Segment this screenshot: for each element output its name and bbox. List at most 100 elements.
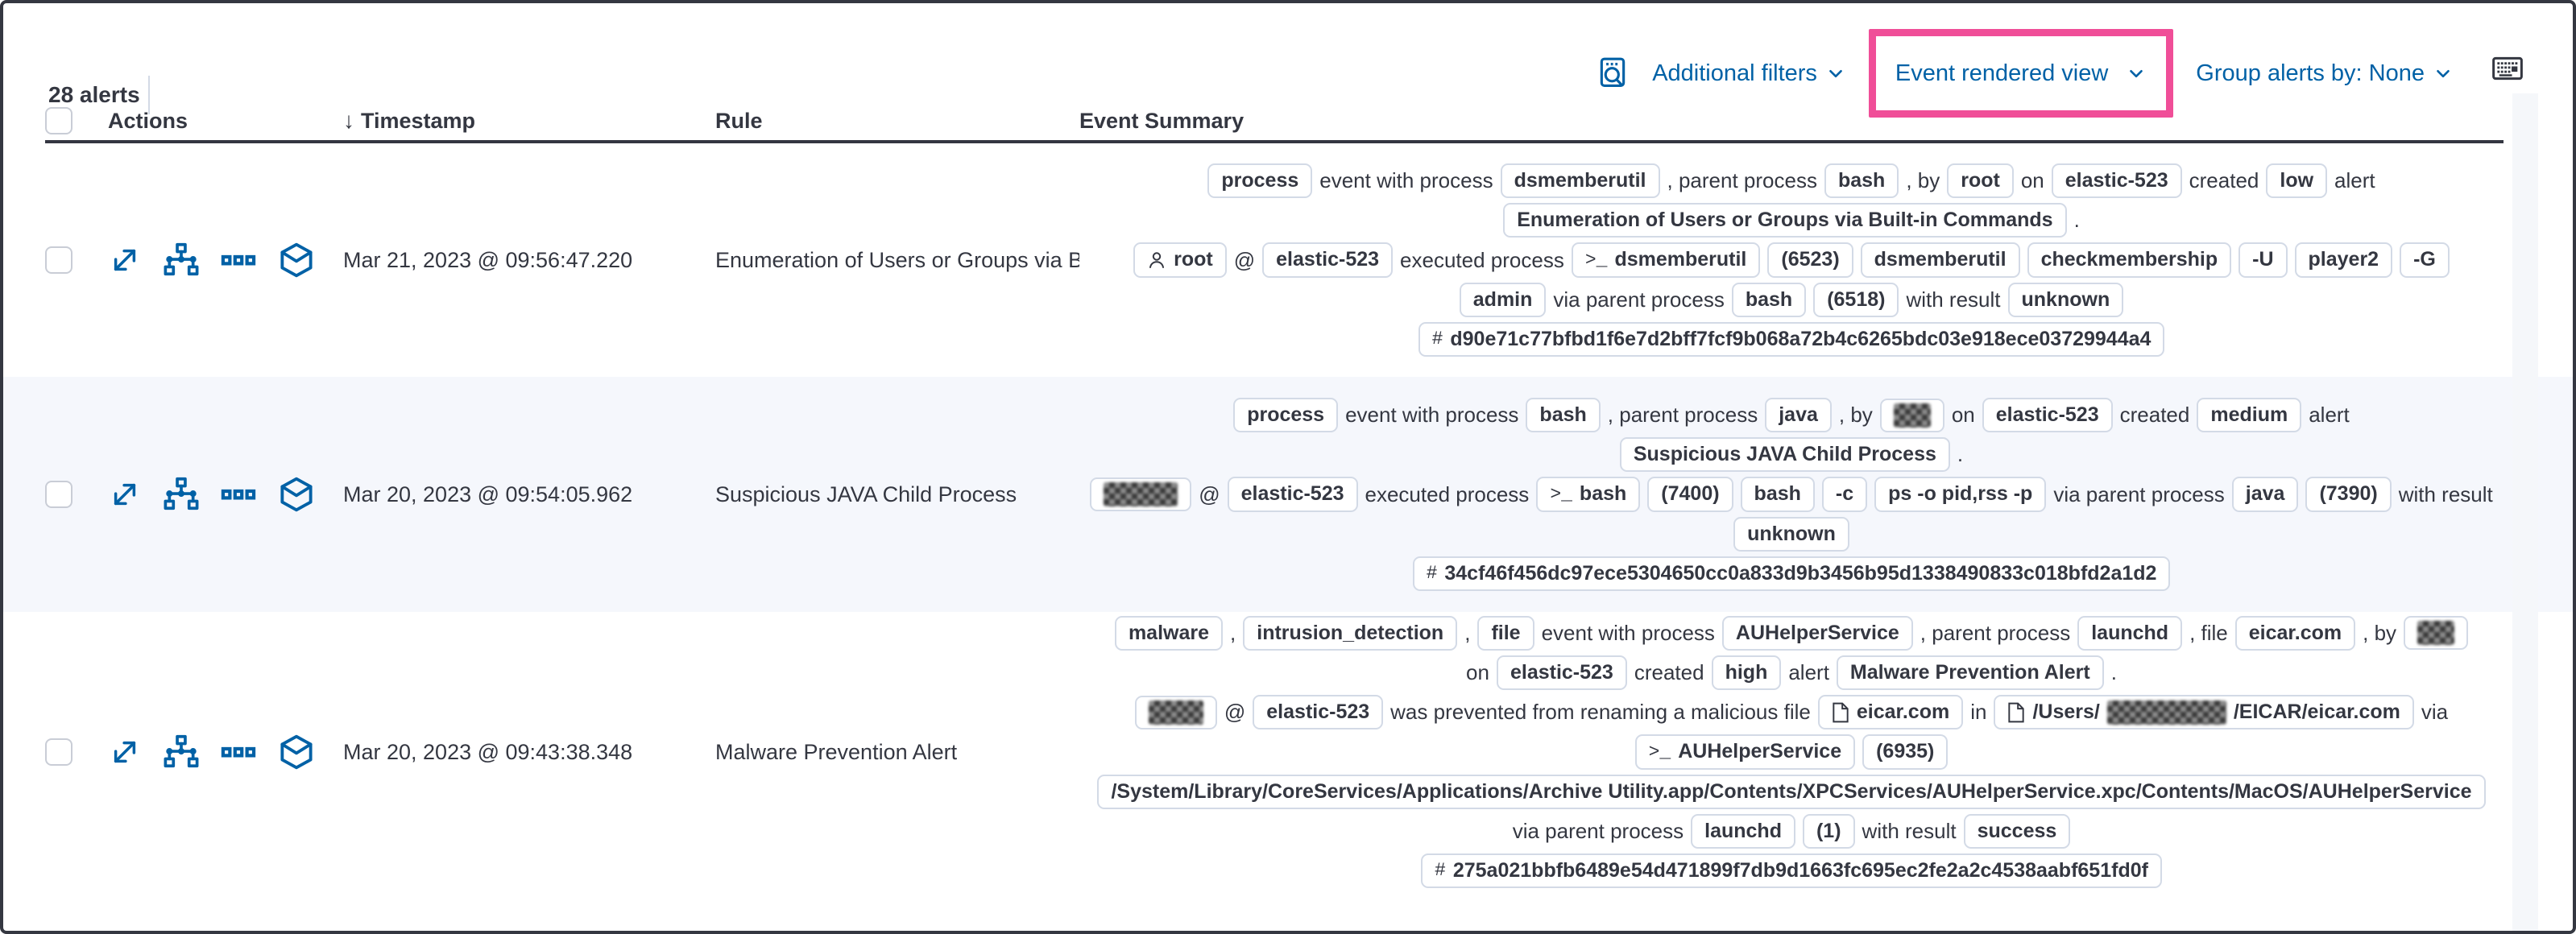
add-to-timeline-button[interactable] xyxy=(278,476,315,513)
event-field-badge[interactable] xyxy=(1090,477,1192,511)
event-field-badge[interactable]: dsmemberutil xyxy=(1500,163,1660,199)
badge-text: Malware Prevention Alert xyxy=(1849,660,2090,684)
event-field-badge[interactable]: (6935) xyxy=(1862,734,1949,770)
fullscreen-keyboard-button[interactable] xyxy=(2492,56,2523,81)
badge-text: (1) xyxy=(1816,819,1841,842)
event-field-badge[interactable]: root xyxy=(1133,242,1227,278)
row-checkbox[interactable] xyxy=(45,246,72,274)
event-field-badge[interactable] xyxy=(1134,695,1217,729)
column-header-rule: Rule xyxy=(715,108,763,133)
event-field-badge[interactable]: player2 xyxy=(2294,242,2393,278)
badge-text: java xyxy=(2245,482,2285,506)
inspect-button[interactable] xyxy=(1596,56,1630,90)
event-field-badge[interactable]: bash xyxy=(1731,282,1807,317)
event-field-badge[interactable]: (6523) xyxy=(1767,242,1853,278)
event-field-badge[interactable]: #275a021bbfb6489e54d471899f7db9d1663fc69… xyxy=(1421,853,2162,889)
hash-icon: # xyxy=(1426,563,1438,585)
summary-text: was prevented from renaming a malicious … xyxy=(1390,700,1811,725)
event-field-badge[interactable]: admin xyxy=(1459,282,1547,317)
add-to-timeline-button[interactable] xyxy=(278,734,315,771)
event-field-badge[interactable]: process xyxy=(1207,163,1313,199)
event-field-badge[interactable]: #d90e71c77bfbd1f6e7d2bff7fcf9b068a72b4c6… xyxy=(1418,321,2165,357)
event-field-badge[interactable]: elastic-523 xyxy=(1253,695,1384,730)
additional-filters-button[interactable]: Additional filters xyxy=(1652,60,1846,87)
event-field-badge[interactable]: launchd xyxy=(1691,813,1795,849)
event-field-badge[interactable]: Enumeration of Users or Groups via Built… xyxy=(1503,203,2067,238)
view-selector-button[interactable]: Event rendered view xyxy=(1895,60,2147,87)
event-field-badge[interactable]: -G xyxy=(2400,242,2450,278)
event-field-badge[interactable]: (7400) xyxy=(1647,477,1733,512)
row-checkbox[interactable] xyxy=(45,738,72,766)
row-actions-cell xyxy=(108,242,343,279)
event-field-badge[interactable]: (6518) xyxy=(1813,282,1899,317)
event-field-badge[interactable]: (1) xyxy=(1802,813,1855,849)
event-field-badge[interactable]: bash xyxy=(1740,477,1815,512)
event-field-badge[interactable]: >_bash xyxy=(1536,477,1641,512)
event-field-badge[interactable]: elastic-523 xyxy=(1496,655,1627,691)
event-field-badge[interactable]: unknown xyxy=(2007,282,2124,317)
event-field-badge[interactable]: low xyxy=(2266,163,2328,199)
event-field-badge[interactable]: unknown xyxy=(1733,516,1849,552)
event-field-badge[interactable]: -U xyxy=(2238,242,2288,278)
badge-text: AUHelperService xyxy=(1678,740,1842,763)
more-actions-button[interactable] xyxy=(221,477,256,512)
event-field-badge[interactable]: ps -o pid,rss -p xyxy=(1874,477,2047,512)
event-field-badge[interactable]: Malware Prevention Alert xyxy=(1836,655,2104,691)
event-field-badge[interactable]: root xyxy=(1947,163,2014,199)
more-actions-button[interactable] xyxy=(221,242,256,278)
event-field-badge[interactable]: high xyxy=(1711,655,1782,691)
expand-alert-button[interactable] xyxy=(108,243,142,277)
analyze-event-button[interactable] xyxy=(164,734,199,770)
expand-alert-button[interactable] xyxy=(108,477,142,511)
event-field-badge[interactable]: medium xyxy=(2197,397,2302,433)
event-field-badge[interactable]: eicar.com xyxy=(2234,615,2356,651)
vertical-scrollbar[interactable] xyxy=(2512,93,2538,931)
event-field-badge[interactable]: >_AUHelperService xyxy=(1634,734,1856,770)
event-field-badge[interactable]: elastic-523 xyxy=(2051,163,2182,199)
analyze-event-button[interactable] xyxy=(164,242,199,278)
badge-text: /EICAR/eicar.com xyxy=(2233,700,2400,724)
event-field-badge[interactable]: (7390) xyxy=(2305,477,2392,512)
event-field-badge[interactable]: Suspicious JAVA Child Process xyxy=(1619,437,1950,473)
expand-alert-button[interactable] xyxy=(108,735,142,769)
event-field-badge[interactable]: java xyxy=(2231,477,2299,512)
add-to-timeline-button[interactable] xyxy=(278,242,315,279)
event-field-badge[interactable]: bash xyxy=(1824,163,1899,199)
event-field-badge[interactable]: process xyxy=(1233,397,1339,433)
event-field-badge[interactable]: #34cf46f456dc97ece5304650cc0a833d9b3456b… xyxy=(1412,556,2171,592)
event-field-badge[interactable]: AUHelperService xyxy=(1721,615,1913,651)
event-field-badge[interactable]: -c xyxy=(1821,477,1868,512)
select-all-checkbox[interactable] xyxy=(45,107,72,134)
event-field-badge[interactable]: malware xyxy=(1114,615,1224,651)
expand-icon xyxy=(108,735,142,769)
group-alerts-by-button[interactable]: Group alerts by: None xyxy=(2196,60,2454,87)
event-field-badge[interactable]: launchd xyxy=(2077,615,2183,651)
event-field-badge[interactable]: file xyxy=(1477,615,1534,651)
event-field-badge[interactable] xyxy=(2404,616,2469,651)
event-field-badge[interactable]: intrusion_detection xyxy=(1243,615,1458,651)
event-field-badge[interactable]: elastic-523 xyxy=(1227,477,1358,512)
event-field-badge[interactable]: eicar.com xyxy=(1817,695,1964,730)
event-field-badge[interactable]: success xyxy=(1963,813,2071,849)
event-field-badge[interactable]: /System/Library/CoreServices/Application… xyxy=(1097,774,2486,809)
event-field-badge[interactable]: bash xyxy=(1526,397,1601,433)
event-field-badge[interactable]: elastic-523 xyxy=(1262,242,1394,278)
row-checkbox[interactable] xyxy=(45,481,72,508)
event-field-badge[interactable]: dsmemberutil xyxy=(1860,242,2020,278)
event-field-badge[interactable]: >_dsmemberutil xyxy=(1571,242,1761,278)
event-field-badge[interactable]: checkmembership xyxy=(2027,242,2232,278)
badge-text: Suspicious JAVA Child Process xyxy=(1633,443,1936,466)
event-field-badge[interactable]: java xyxy=(1765,397,1832,433)
event-field-badge[interactable]: /Users//EICAR/eicar.com xyxy=(1994,695,2414,730)
event-field-badge[interactable] xyxy=(1879,398,1944,432)
badge-text: success xyxy=(1977,819,2057,842)
more-actions-button[interactable] xyxy=(221,734,256,770)
badge-text: ps -o pid,rss -p xyxy=(1888,482,2033,506)
analyze-event-button[interactable] xyxy=(164,477,199,512)
additional-filters-label: Additional filters xyxy=(1652,60,1817,86)
event-field-badge[interactable]: elastic-523 xyxy=(1982,397,2113,433)
column-header-timestamp[interactable]: ↓ Timestamp xyxy=(343,108,476,133)
chevron-down-icon xyxy=(1825,63,1846,84)
